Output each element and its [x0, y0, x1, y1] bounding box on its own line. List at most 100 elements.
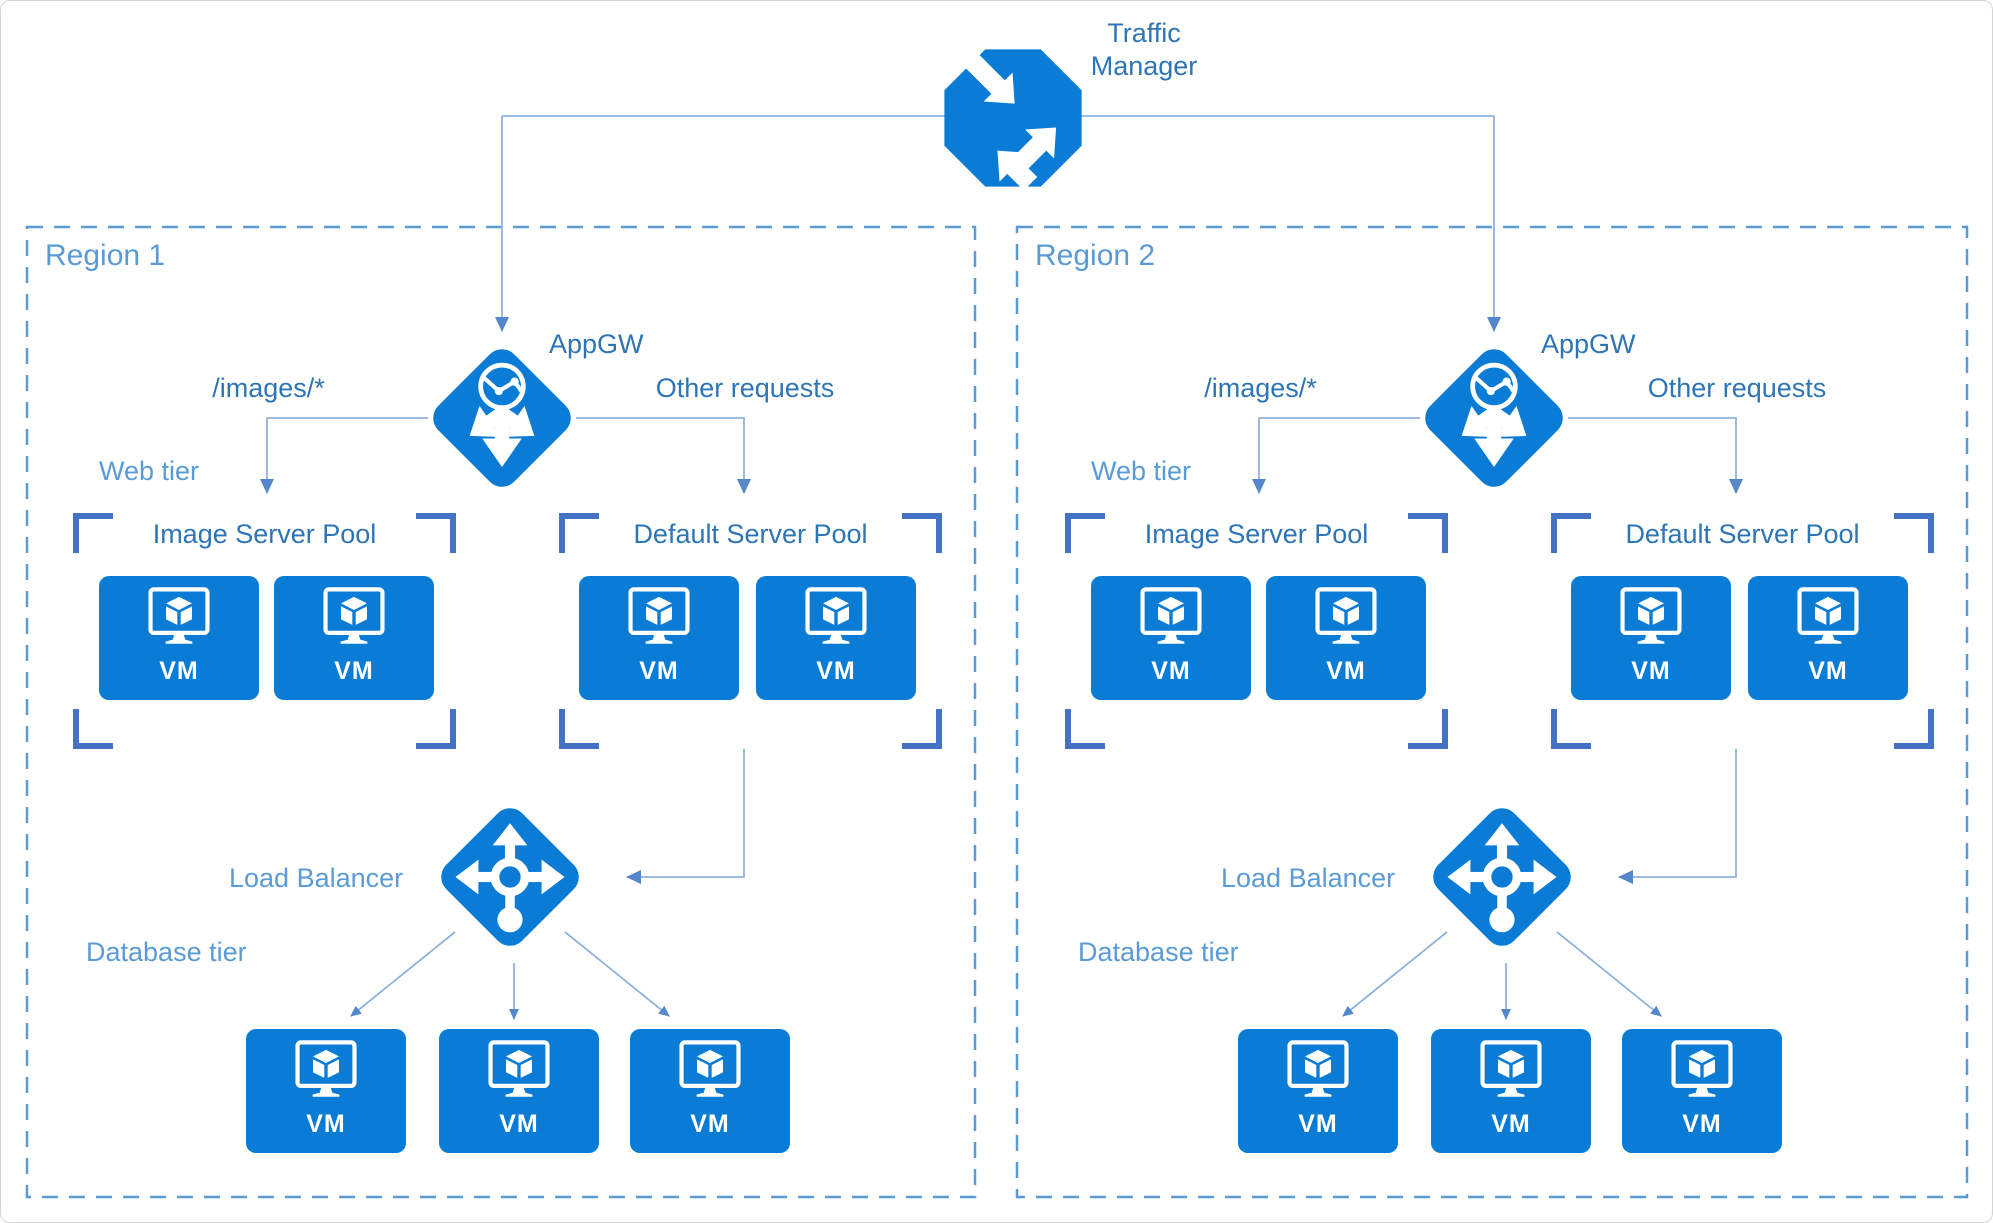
- r1-images-connector: [260, 417, 428, 494]
- image-server-pool-r2: Image Server Pool: [1065, 513, 1448, 749]
- region-2-boundary: [1015, 225, 1969, 1199]
- vm-icon: [617, 586, 701, 658]
- database-tier-label-r2: Database tier: [1078, 937, 1239, 967]
- vm-label: VM: [690, 1110, 730, 1138]
- vm-label: VM: [1808, 657, 1848, 685]
- vm-label: VM: [159, 657, 199, 685]
- load-balancer-icon: [1423, 798, 1581, 956]
- region-1-boundary: [25, 225, 977, 1199]
- vm-label: VM: [1151, 657, 1191, 685]
- vm-tile: VM: [1091, 576, 1251, 700]
- bracket-corner: [559, 709, 599, 749]
- vm-icon: [794, 586, 878, 658]
- vm-label: VM: [1631, 657, 1671, 685]
- web-tier-label-r1: Web tier: [99, 456, 200, 486]
- r1-other-connector: [576, 417, 751, 494]
- vm-label: VM: [1298, 1110, 1338, 1138]
- default-server-pool-r2: Default Server Pool: [1551, 513, 1934, 749]
- vm-tile: VM: [1431, 1029, 1591, 1153]
- vm-icon: [1660, 1039, 1744, 1111]
- vm-label: VM: [816, 657, 856, 685]
- vm-tile: VM: [1622, 1029, 1782, 1153]
- r2-pool-to-lb-connector: [1618, 749, 1737, 884]
- vm-icon: [668, 1039, 752, 1111]
- bracket-corner: [73, 513, 113, 553]
- load-balancer-icon: [431, 798, 589, 956]
- other-route-label-r2: Other requests: [1647, 373, 1827, 403]
- vm-tile: VM: [246, 1029, 406, 1153]
- vm-icon: [1129, 586, 1213, 658]
- traffic-manager-label: Traffic Manager: [1079, 17, 1209, 83]
- vm-icon: [312, 586, 396, 658]
- traffic-manager-label-line1: Traffic: [1107, 18, 1181, 48]
- pool-title: Image Server Pool: [152, 519, 377, 549]
- vm-icon: [137, 586, 221, 658]
- r1-pool-to-lb-connector: [626, 749, 745, 884]
- vm-tile: VM: [1748, 576, 1908, 700]
- image-server-pool-r1: Image Server Pool: [73, 513, 456, 749]
- vm-tile: VM: [756, 576, 916, 700]
- r2-lb-to-db-left: [1342, 931, 1448, 1017]
- other-route-label-r1: Other requests: [655, 373, 835, 403]
- vm-label: VM: [1326, 657, 1366, 685]
- bracket-corner: [902, 709, 942, 749]
- vm-icon: [1469, 1039, 1553, 1111]
- vm-label: VM: [334, 657, 374, 685]
- vm-icon: [284, 1039, 368, 1111]
- bracket-corner: [1065, 513, 1105, 553]
- vm-tile: VM: [274, 576, 434, 700]
- pool-title: Default Server Pool: [633, 519, 868, 549]
- bracket-corner: [1408, 709, 1448, 749]
- bracket-corner: [559, 513, 599, 553]
- bracket-corner: [1894, 513, 1934, 553]
- vm-icon: [1304, 586, 1388, 658]
- vm-icon: [477, 1039, 561, 1111]
- vm-tile: VM: [579, 576, 739, 700]
- traffic-manager-icon: [940, 45, 1086, 191]
- database-tier-label-r1: Database tier: [86, 937, 247, 967]
- region-2-title: Region 2: [1035, 239, 1156, 272]
- vm-label: VM: [1682, 1110, 1722, 1138]
- bracket-corner: [416, 709, 456, 749]
- vm-tile: VM: [1571, 576, 1731, 700]
- vm-icon: [1276, 1039, 1360, 1111]
- images-route-label-r1: /images/*: [212, 373, 325, 403]
- vm-label: VM: [639, 657, 679, 685]
- default-server-pool-r1: Default Server Pool: [559, 513, 942, 749]
- vm-tile: VM: [439, 1029, 599, 1153]
- vm-tile: VM: [1238, 1029, 1398, 1153]
- vm-icon: [1786, 586, 1870, 658]
- bracket-corner: [73, 709, 113, 749]
- bracket-corner: [902, 513, 942, 553]
- r2-images-connector: [1252, 417, 1420, 494]
- appgw-label-r1: AppGW: [549, 329, 644, 359]
- pool-title: Default Server Pool: [1625, 519, 1860, 549]
- images-route-label-r2: /images/*: [1204, 373, 1317, 403]
- load-balancer-label-r2: Load Balancer: [1221, 863, 1396, 893]
- vm-label: VM: [499, 1110, 539, 1138]
- bracket-corner: [1065, 709, 1105, 749]
- vm-tile: VM: [99, 576, 259, 700]
- load-balancer-label-r1: Load Balancer: [229, 863, 404, 893]
- bracket-corner: [1894, 709, 1934, 749]
- r2-other-connector: [1568, 417, 1743, 494]
- web-tier-label-r2: Web tier: [1091, 456, 1192, 486]
- vm-tile: VM: [1266, 576, 1426, 700]
- vm-icon: [1609, 586, 1693, 658]
- app-gateway-icon: [423, 339, 581, 497]
- pool-title: Image Server Pool: [1144, 519, 1369, 549]
- r1-lb-to-db-right: [564, 931, 670, 1017]
- appgw-label-r2: AppGW: [1541, 329, 1636, 359]
- bracket-corner: [416, 513, 456, 553]
- bracket-corner: [1408, 513, 1448, 553]
- app-gateway-icon: [1415, 339, 1573, 497]
- region-1-title: Region 1: [45, 239, 166, 272]
- vm-label: VM: [1491, 1110, 1531, 1138]
- traffic-manager-label-line2: Manager: [1090, 51, 1198, 81]
- r2-lb-to-db-right: [1556, 931, 1662, 1017]
- r1-lb-to-db-left: [350, 931, 456, 1017]
- vm-label: VM: [306, 1110, 346, 1138]
- bracket-corner: [1551, 513, 1591, 553]
